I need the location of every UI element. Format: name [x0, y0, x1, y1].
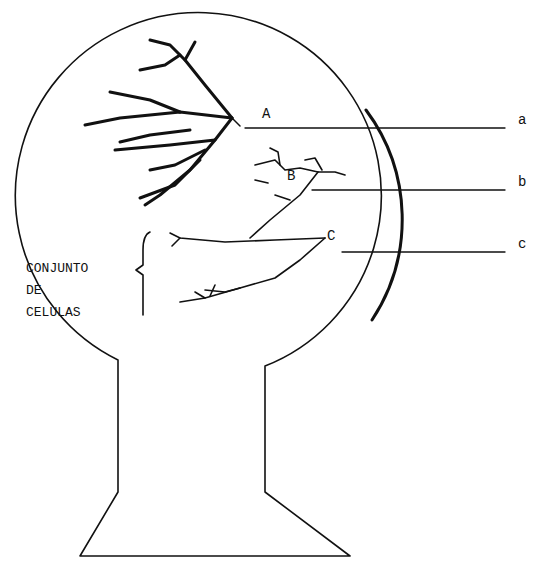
cell-tree-c	[170, 233, 325, 302]
flask-outline	[15, 13, 381, 556]
leader-lines	[245, 128, 505, 252]
callout-letter: b	[518, 174, 526, 190]
callout-letter: a	[518, 112, 526, 128]
cell-tree-a	[85, 40, 240, 205]
cell-tree-b	[250, 148, 345, 238]
part-letter: A	[262, 106, 270, 122]
group-label: CONJUNTO DE CELULAS	[26, 258, 100, 324]
outline-shade	[366, 110, 402, 320]
callout-letter: c	[518, 236, 526, 252]
part-letter: C	[327, 228, 335, 244]
part-letter: B	[287, 168, 295, 184]
bracket	[136, 232, 150, 315]
